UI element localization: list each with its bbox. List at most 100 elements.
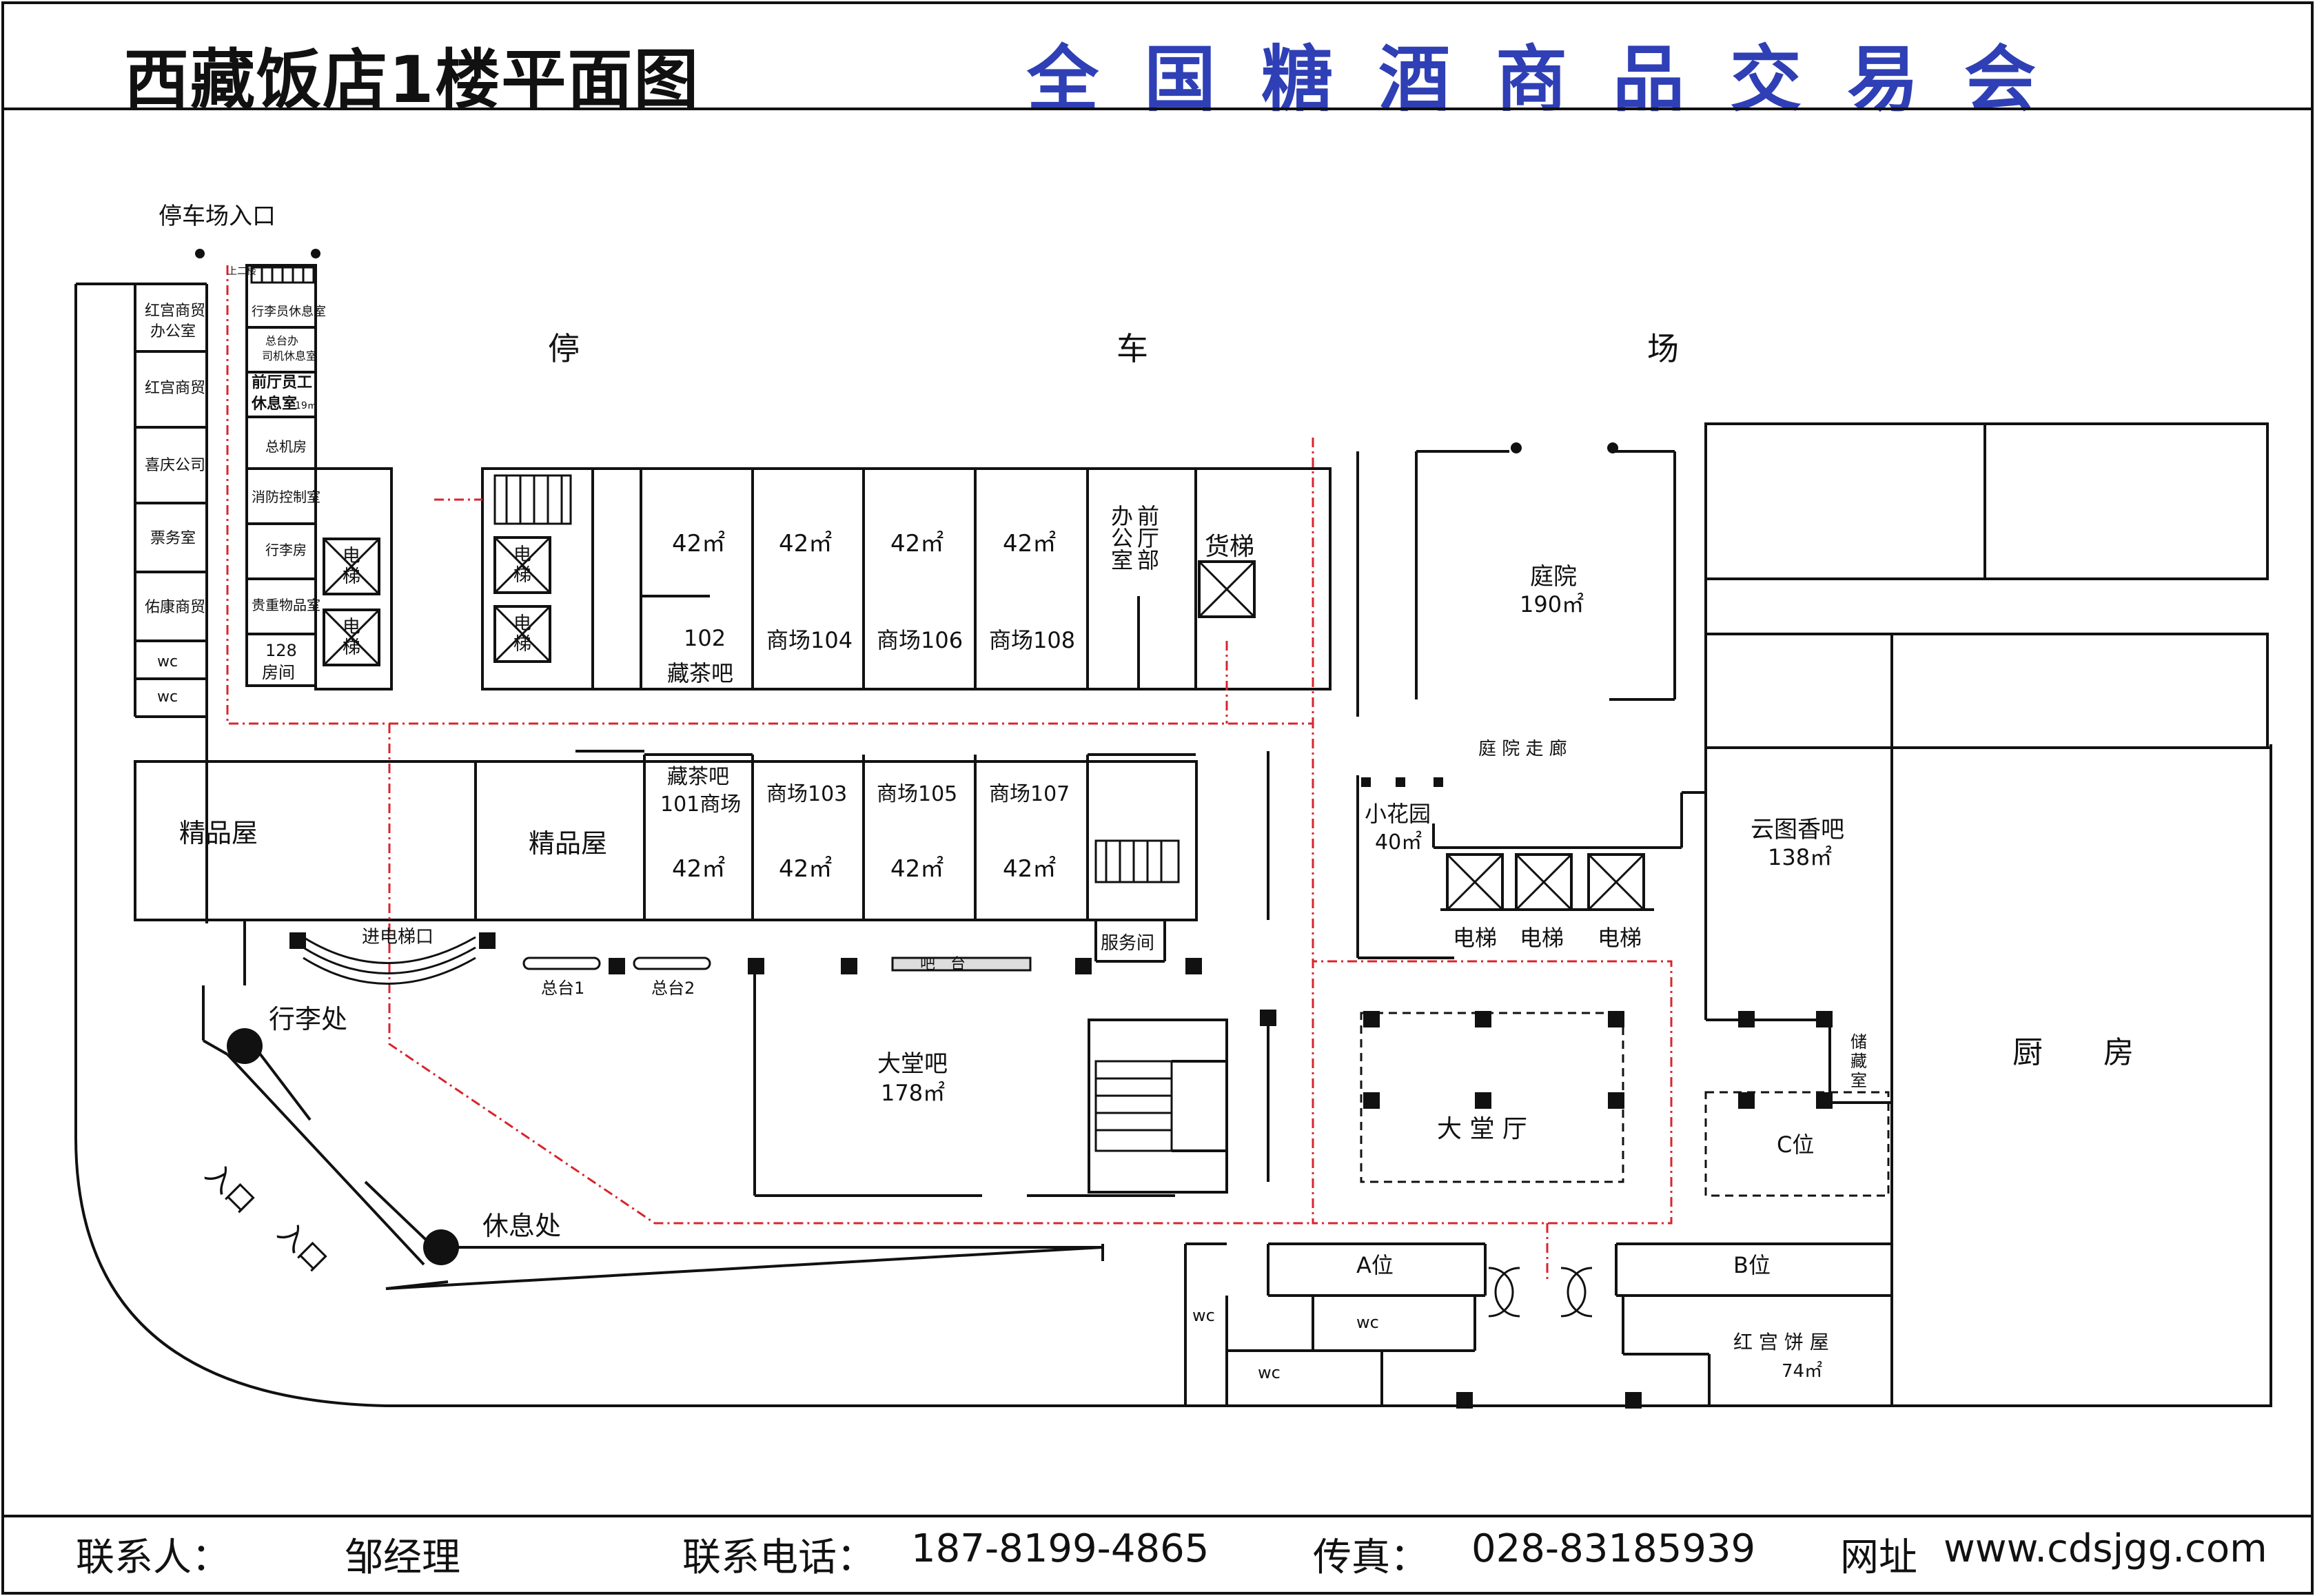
front-office-2: 厅 bbox=[1137, 525, 1159, 551]
staff-room-3a: 前厅员工 bbox=[252, 374, 312, 391]
website-label: 网址 bbox=[1840, 1535, 1917, 1580]
elevator-entrance-label: 进电梯口 bbox=[362, 927, 434, 948]
front-office-3: 办 bbox=[1111, 503, 1133, 529]
booth-a-label: A位 bbox=[1356, 1252, 1394, 1278]
lobby-bar-name: 大堂吧 bbox=[877, 1050, 948, 1078]
courtyard-area: 190㎡ bbox=[1520, 591, 1584, 617]
event-name: 全国糖酒商品交易会 bbox=[1027, 37, 2082, 121]
freight-elevator: 货梯 bbox=[1205, 533, 1254, 561]
front-desks bbox=[522, 956, 1032, 972]
staff-room-3b: 休息室 bbox=[251, 395, 297, 413]
bar-counter-label: 吧 台 bbox=[920, 956, 966, 973]
parking-entrance-label: 停车场入口 bbox=[159, 203, 276, 230]
service-room-label: 服务间 bbox=[1101, 933, 1154, 954]
left-office-1b: 办公室 bbox=[150, 323, 196, 340]
front-desk-2-label: 总台2 bbox=[651, 979, 695, 998]
staff-room-8b: 房间 bbox=[262, 663, 295, 682]
wc-label-3: wc bbox=[1258, 1363, 1281, 1382]
front-office-1: 前 bbox=[1137, 503, 1159, 529]
elevator-label-3: 电梯 bbox=[1598, 925, 1642, 951]
upstairs-mark: 上二楼 bbox=[227, 266, 256, 277]
courtyard-name: 庭院 bbox=[1530, 563, 1577, 591]
booth-c-outline bbox=[1704, 1091, 1890, 1197]
storage-2: 藏 bbox=[1850, 1052, 1867, 1071]
staff-room-7: 贵重物品室 bbox=[252, 597, 320, 613]
mall-105: 商场105 bbox=[877, 782, 957, 806]
bottom-room-area-1: 42㎡ bbox=[672, 855, 725, 883]
lobby-bar-area: 178㎡ bbox=[881, 1080, 945, 1106]
staff-room-4: 总机房 bbox=[265, 438, 307, 455]
fax-number: 028-83185939 bbox=[1471, 1526, 1756, 1571]
phone-label: 联系电话： bbox=[682, 1535, 875, 1580]
booth-b-label: B位 bbox=[1733, 1252, 1771, 1278]
tea-bar-102: 藏茶吧 bbox=[667, 660, 733, 686]
elevator-d-1: 电 bbox=[513, 613, 531, 634]
front-desk-1-label: 总台1 bbox=[541, 979, 584, 998]
mall-101: 101商场 bbox=[660, 792, 741, 817]
left-office-4: 票务室 bbox=[150, 530, 196, 547]
cake-shop-area: 74㎡ bbox=[1782, 1361, 1822, 1382]
bottom-room-area-4: 42㎡ bbox=[1003, 855, 1056, 883]
staff-room-1: 行李员休息室 bbox=[252, 305, 326, 319]
mall-104: 商场104 bbox=[766, 627, 853, 653]
top-room-area-3: 42㎡ bbox=[890, 530, 944, 557]
left-office-1a: 红宫商贸 bbox=[145, 303, 205, 320]
fax-label: 传真： bbox=[1313, 1535, 1429, 1580]
wc-label-2: wc bbox=[1356, 1313, 1379, 1332]
staff-room-6: 行李房 bbox=[265, 542, 307, 558]
phone-number: 187-8199-4865 bbox=[911, 1526, 1210, 1571]
cake-shop-name: 红 宫 饼 屋 bbox=[1733, 1331, 1829, 1353]
mall-106: 商场106 bbox=[877, 627, 963, 653]
route-lines bbox=[226, 265, 1673, 1282]
tea-bar-101: 藏茶吧 bbox=[667, 765, 729, 789]
elevator-c-2: 梯 bbox=[513, 565, 531, 586]
front-office-6: 部 bbox=[1137, 547, 1159, 573]
left-office-wc-2: wc bbox=[157, 688, 178, 706]
lobby-hall-label: 大 堂 厅 bbox=[1437, 1115, 1527, 1143]
left-office-2: 红宫商贸 bbox=[145, 380, 205, 397]
boutique-left: 精品屋 bbox=[179, 818, 258, 848]
top-room-area-1: 42㎡ bbox=[672, 530, 725, 557]
staff-room-8a: 128 bbox=[265, 641, 297, 660]
bottom-room-area-2: 42㎡ bbox=[779, 855, 832, 883]
parking-lot-char-3: 场 bbox=[1647, 330, 1679, 367]
staff-room-5: 消防控制室 bbox=[252, 489, 320, 505]
elevator-a-2: 梯 bbox=[343, 566, 360, 587]
contact-name: 邹经理 bbox=[345, 1535, 460, 1580]
boutique-center: 精品屋 bbox=[529, 828, 607, 859]
staircases bbox=[250, 266, 1180, 1152]
small-garden-name: 小花园 bbox=[1365, 801, 1431, 827]
header-title: 西藏饭店1楼平面图 bbox=[124, 43, 700, 118]
elevator-d-2: 梯 bbox=[513, 634, 531, 655]
elevator-b-2: 梯 bbox=[343, 637, 360, 658]
website-url[interactable]: www.cdsjgg.com bbox=[1944, 1526, 2267, 1571]
rest-point-label: 休息处 bbox=[482, 1211, 561, 1241]
courtyard-corridor: 庭 院 走 廊 bbox=[1478, 739, 1567, 759]
staff-room-2a: 总台办 bbox=[265, 334, 298, 347]
mall-107: 商场107 bbox=[989, 782, 1070, 806]
small-garden-area: 40㎡ bbox=[1375, 830, 1422, 855]
front-office-4: 公 bbox=[1111, 525, 1133, 551]
building-walls bbox=[74, 264, 2272, 1407]
yuntu-bar-name: 云图香吧 bbox=[1751, 816, 1844, 843]
yuntu-bar-area: 138㎡ bbox=[1768, 844, 1832, 870]
mall-103: 商场103 bbox=[766, 782, 847, 806]
bottom-room-area-3: 42㎡ bbox=[890, 855, 944, 883]
storage-1: 储 bbox=[1850, 1032, 1867, 1052]
elevator-entrance-arc bbox=[303, 936, 1593, 1318]
wc-label-1: wc bbox=[1192, 1306, 1215, 1325]
elevator-b-1: 电 bbox=[343, 617, 360, 637]
entrance-label-1: 入口 bbox=[199, 1158, 261, 1219]
parking-lot-char-2: 车 bbox=[1116, 330, 1148, 367]
top-room-area-4: 42㎡ bbox=[1003, 530, 1056, 557]
elevator-label-1: 电梯 bbox=[1453, 925, 1497, 951]
elevator-label-2: 电梯 bbox=[1520, 925, 1564, 951]
booth-c-label: C位 bbox=[1777, 1132, 1814, 1158]
left-office-5: 佑康商贸 bbox=[145, 599, 205, 616]
mall-108: 商场108 bbox=[989, 627, 1075, 653]
elevator-a-1: 电 bbox=[343, 546, 360, 566]
luggage-point-label: 行李处 bbox=[269, 1004, 347, 1034]
entrance-label-2: 入口 bbox=[272, 1216, 333, 1278]
top-room-area-2: 42㎡ bbox=[779, 530, 832, 557]
